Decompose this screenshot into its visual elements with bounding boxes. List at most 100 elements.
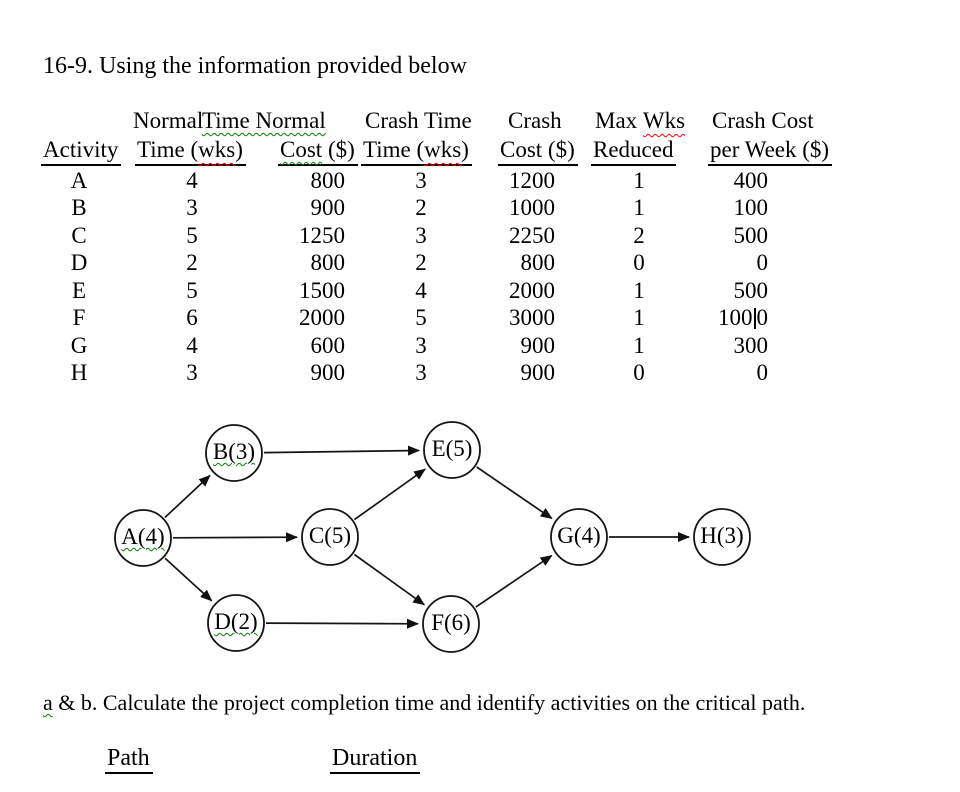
question-text: a & b. Calculate the project completion … — [43, 690, 806, 716]
header-reduced: Reduced — [591, 137, 677, 166]
node-label-F: F(6) — [431, 609, 471, 635]
cell-G-normal_cost: 600 — [310, 332, 346, 358]
cell-F-crash_cost: 3000 — [509, 305, 555, 331]
node-label-E: E(5) — [431, 435, 473, 461]
question-prefix: a — [43, 690, 53, 715]
edge-A-D — [164, 557, 213, 602]
cell-B-normal_time: 3 — [186, 195, 198, 221]
cell-E-normal_time: 5 — [186, 277, 198, 303]
cell-E-crash_time: 4 — [415, 277, 427, 303]
cell-C-max_wks: 2 — [633, 222, 645, 248]
cell-E-max_wks: 1 — [633, 277, 645, 303]
cell-H-normal_time: 3 — [186, 360, 198, 386]
cell-F-normal_time: 6 — [186, 305, 198, 331]
cell-H-crash_time: 3 — [415, 360, 427, 386]
edge-D-F — [265, 618, 419, 629]
header-activity: Activity — [41, 137, 122, 166]
cell-C-crash_cost: 2250 — [509, 222, 555, 248]
cell-C-normal_time: 5 — [186, 222, 198, 248]
cell-H-activity: H — [70, 360, 88, 386]
header-crash: Crash — [508, 108, 562, 133]
cell-A-crash_cost_week: 400 — [733, 168, 769, 193]
cell-H-crash_cost_week: 0 — [756, 360, 769, 386]
text-cursor — [753, 308, 756, 330]
cell-F-activity: F — [72, 305, 86, 331]
header-per_week: per Week ($) — [708, 137, 833, 166]
cell-B-max_wks: 1 — [633, 195, 645, 221]
cell-H-max_wks: 0 — [633, 360, 645, 386]
cell-B-normal_cost: 900 — [310, 195, 346, 221]
cell-A-activity: A — [70, 168, 88, 193]
header-cost1_wavy: Cost ($) — [278, 137, 358, 166]
cell-G-activity: G — [70, 332, 88, 358]
cell-C-normal_cost: 1250 — [299, 222, 345, 248]
cell-E-normal_cost: 1500 — [299, 277, 345, 303]
node-circle-H — [693, 508, 751, 566]
cell-G-crash_cost_week: 300 — [733, 332, 769, 358]
node-label-H: H(3) — [700, 522, 744, 548]
cell-D-crash_cost_week: 0 — [756, 250, 769, 276]
cell-F-max_wks: 1 — [633, 305, 645, 331]
header-normal: Normal — [133, 108, 204, 133]
node-label-A: A(4) — [121, 523, 165, 549]
cell-A-crash_cost: 1200 — [509, 168, 555, 193]
cell-H-crash_cost: 900 — [520, 360, 556, 386]
node-label-B: B(3) — [212, 438, 256, 464]
header-crash_time: Crash Time — [365, 108, 472, 133]
node-circle-D — [207, 594, 265, 652]
cell-C-crash_time: 3 — [415, 222, 427, 248]
node-circle-B — [205, 424, 263, 482]
node-circle-E — [423, 421, 481, 479]
edge-B-E — [263, 445, 420, 456]
cell-D-activity: D — [70, 250, 88, 276]
header-max: Max Wks — [595, 108, 686, 133]
cell-B-activity: B — [71, 195, 87, 221]
node-label-C: C(5) — [308, 522, 352, 548]
cell-B-crash_time: 2 — [415, 195, 427, 221]
header-time2_pre: Time (wks) — [361, 137, 472, 166]
header-cost2: Cost ($) — [498, 137, 578, 166]
cell-E-crash_cost: 2000 — [509, 277, 555, 303]
cell-B-crash_cost: 1000 — [509, 195, 555, 221]
node-circle-C — [301, 508, 359, 566]
cell-G-crash_cost: 900 — [520, 332, 556, 358]
duration-column-header: Duration — [330, 745, 421, 774]
header-crash_cost: Crash Cost — [712, 108, 814, 133]
cell-E-crash_cost_week: 500 — [733, 277, 769, 303]
header-time_normal: Time Normal — [202, 108, 326, 133]
cell-C-activity: C — [71, 222, 87, 248]
cell-D-crash_cost: 800 — [520, 250, 556, 276]
cell-D-normal_cost: 800 — [310, 250, 346, 276]
cell-A-normal_cost: 800 — [310, 168, 346, 193]
node-circle-G — [550, 508, 608, 566]
node-circle-F — [422, 595, 480, 653]
question-rest: & b. Calculate the project completion ti… — [52, 690, 806, 715]
cell-F-normal_cost: 2000 — [299, 305, 345, 331]
cell-G-max_wks: 1 — [633, 332, 645, 358]
cell-H-normal_cost: 900 — [310, 360, 346, 386]
path-column-header: Path — [105, 745, 153, 774]
cell-A-crash_time: 3 — [415, 168, 427, 193]
cell-B-crash_cost_week: 100 — [733, 195, 769, 221]
node-circle-A — [114, 509, 172, 567]
edge-A-C — [172, 532, 298, 543]
header-time1_pre: Time (wks) — [135, 137, 246, 166]
cell-D-max_wks: 0 — [633, 250, 645, 276]
cell-G-crash_time: 3 — [415, 332, 427, 358]
edge-C-E — [353, 468, 426, 521]
edge-F-G — [475, 554, 553, 608]
cell-D-crash_time: 2 — [415, 250, 427, 276]
problem-title: 16-9. Using the information provided bel… — [43, 53, 467, 79]
node-label-D: D(2) — [214, 608, 258, 634]
edge-E-G — [476, 466, 553, 520]
edge-C-F — [353, 553, 426, 606]
cell-A-max_wks: 1 — [633, 168, 645, 193]
node-label-G: G(4) — [557, 522, 601, 548]
cell-C-crash_cost_week: 500 — [733, 222, 769, 248]
cell-F-crash_time: 5 — [415, 305, 427, 331]
cell-E-activity: E — [71, 277, 87, 303]
